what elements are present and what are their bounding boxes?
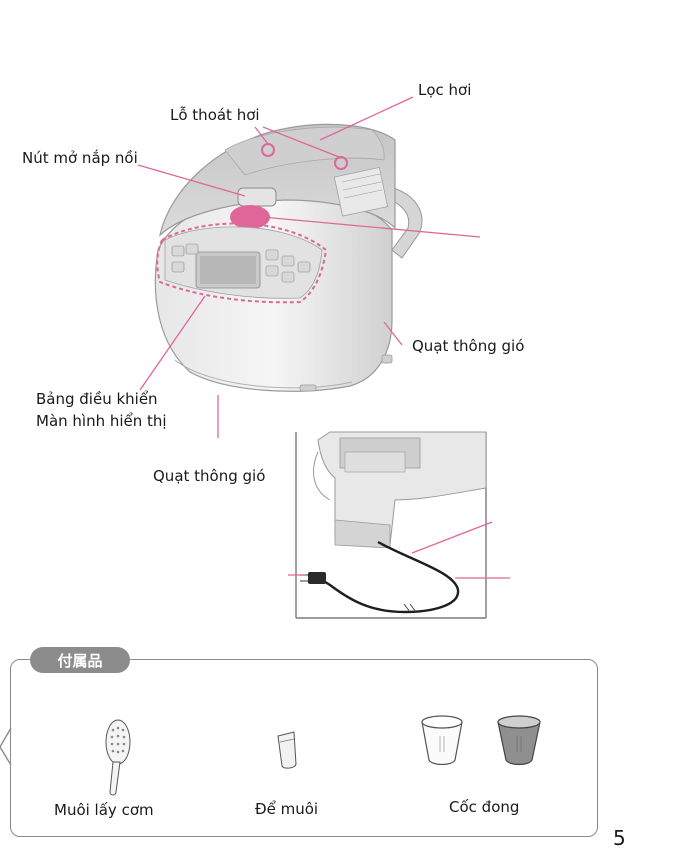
label-vent-fan-bottom: Quạt thông gió bbox=[153, 467, 266, 485]
accessory-rice-paddle: Muôi lấy cơm bbox=[54, 801, 154, 819]
label-lid-open-button: Nút mở nắp nồi bbox=[22, 149, 138, 167]
accessory-paddle-holder: Để muôi bbox=[255, 800, 319, 818]
label-control-panel: Bảng điều khiển bbox=[36, 390, 158, 408]
accessories-title: 付属品 bbox=[30, 647, 130, 673]
measuring-cup-icon bbox=[421, 715, 463, 766]
label-steam-vent: Lỗ thoát hơi bbox=[170, 106, 260, 124]
label-vent-fan-side: Quạt thông gió bbox=[412, 337, 525, 355]
rice-paddle-icon bbox=[105, 719, 131, 796]
page-number: 5 bbox=[613, 826, 626, 850]
accessories-box bbox=[10, 659, 598, 837]
accessory-measuring-cup: Cốc đong bbox=[449, 798, 520, 816]
paddle-holder-icon bbox=[277, 731, 297, 769]
power-cord-illustration bbox=[288, 431, 510, 619]
measuring-cup-icon bbox=[497, 715, 541, 766]
label-steam-filter: Lọc hơi bbox=[418, 81, 472, 99]
label-display: Màn hình hiển thị bbox=[36, 412, 167, 430]
